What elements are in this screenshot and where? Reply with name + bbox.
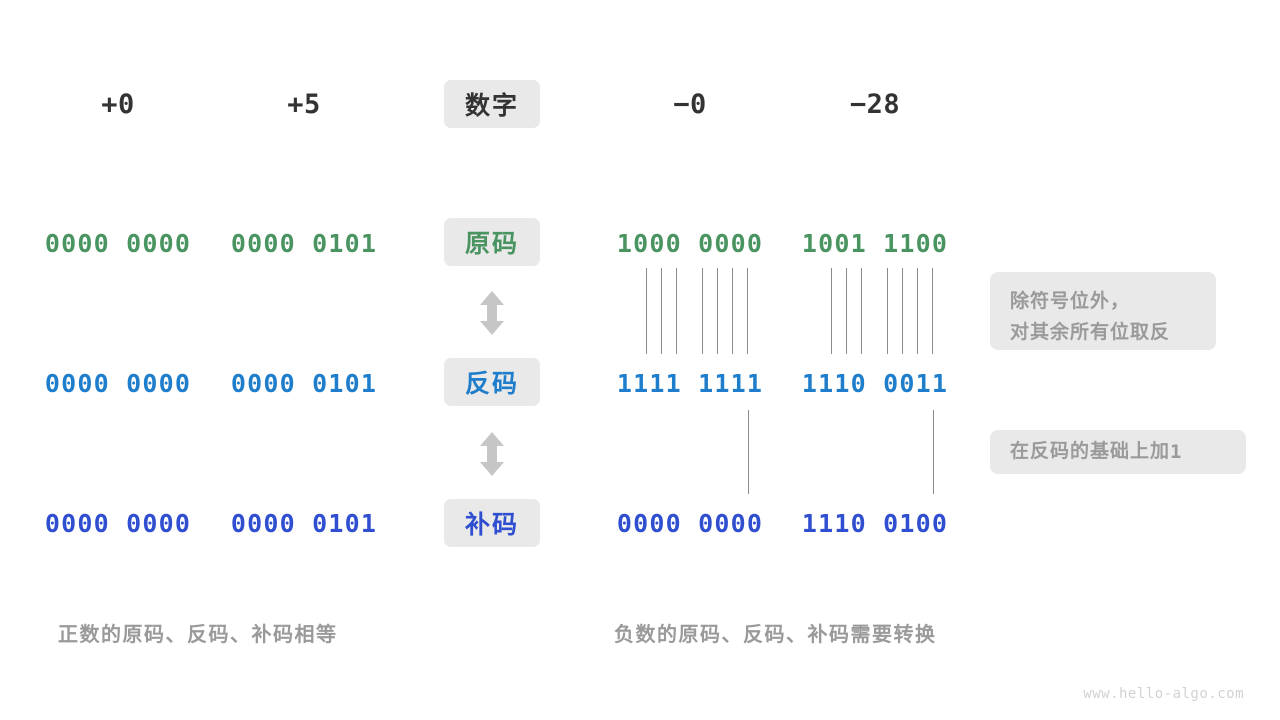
row-twos-complement-value-plus-zero: 0000 0000 xyxy=(44,508,192,538)
invert-line--28-bit5 xyxy=(887,268,888,354)
row-badge-sign-magnitude: 原码 xyxy=(444,218,540,266)
invert-line--0-bit3 xyxy=(661,268,662,354)
invert-line--28-bit7 xyxy=(917,268,918,354)
double-arrow-icon-sign-to-ones xyxy=(478,291,506,335)
row-ones-complement-value-minus-zero: 1111 1111 xyxy=(616,368,764,398)
addone-line--0-lsb xyxy=(748,410,749,494)
header-column-plus-zero: +0 xyxy=(101,88,135,120)
double-arrow-icon-ones-to-twos xyxy=(478,432,506,476)
caption-positive: 正数的原码、反码、补码相等 xyxy=(58,624,338,646)
invert-line--0-bit8 xyxy=(747,268,748,354)
invert-line--0-bit6 xyxy=(717,268,718,354)
row-badge-ones-complement: 反码 xyxy=(444,358,540,406)
invert-line--28-bit6 xyxy=(902,268,903,354)
invert-line--0-bit7 xyxy=(732,268,733,354)
row-sign-magnitude-value-plus-five: 0000 0101 xyxy=(230,228,378,258)
note-add-one-value: 1 xyxy=(1170,441,1183,463)
invert-line--0-bit5 xyxy=(702,268,703,354)
header-column-minus-twentyeight: −28 xyxy=(849,88,901,120)
invert-line--28-bit4 xyxy=(861,268,862,354)
invert-line--28-bit2 xyxy=(831,268,832,354)
row-twos-complement-value-minus-zero: 0000 0000 xyxy=(616,508,764,538)
header-badge-label: 数字 xyxy=(464,92,519,120)
row-sign-magnitude-value-minus-twentyeight: 1001 1100 xyxy=(801,228,949,258)
header-column-minus-zero: −0 xyxy=(673,88,707,120)
invert-line--0-bit2 xyxy=(646,268,647,354)
invert-line--28-bit8 xyxy=(932,268,933,354)
addone-line--28-lsb xyxy=(933,410,934,494)
row-ones-complement-value-minus-twentyeight: 1110 0011 xyxy=(801,368,949,398)
row-ones-complement-value-plus-zero: 0000 0000 xyxy=(44,368,192,398)
watermark: www.hello-algo.com xyxy=(1083,686,1244,702)
note-add-one-text: 在反码的基础上加 xyxy=(1010,441,1171,462)
row-sign-magnitude-value-minus-zero: 1000 0000 xyxy=(616,228,764,258)
row-twos-complement-value-minus-twentyeight: 1110 0100 xyxy=(801,508,949,538)
row-badge-twos-complement: 补码 xyxy=(444,499,540,547)
invert-line--28-bit3 xyxy=(846,268,847,354)
caption-negative: 负数的原码、反码、补码需要转换 xyxy=(614,624,937,646)
row-sign-magnitude-value-plus-zero: 0000 0000 xyxy=(44,228,192,258)
row-badge-twos-complement-label: 补码 xyxy=(464,511,519,539)
row-ones-complement-value-plus-five: 0000 0101 xyxy=(230,368,378,398)
note-invert-bits: 除符号位外， 对其余所有位取反 xyxy=(990,272,1216,350)
invert-line--0-bit4 xyxy=(676,268,677,354)
row-badge-sign-magnitude-label: 原码 xyxy=(464,230,519,258)
note-add-one: 在反码的基础上加 1 xyxy=(990,430,1246,474)
header-column-plus-five: +5 xyxy=(287,88,321,120)
row-badge-ones-complement-label: 反码 xyxy=(464,370,519,398)
row-twos-complement-value-plus-five: 0000 0101 xyxy=(230,508,378,538)
header-badge-number: 数字 xyxy=(444,80,540,128)
